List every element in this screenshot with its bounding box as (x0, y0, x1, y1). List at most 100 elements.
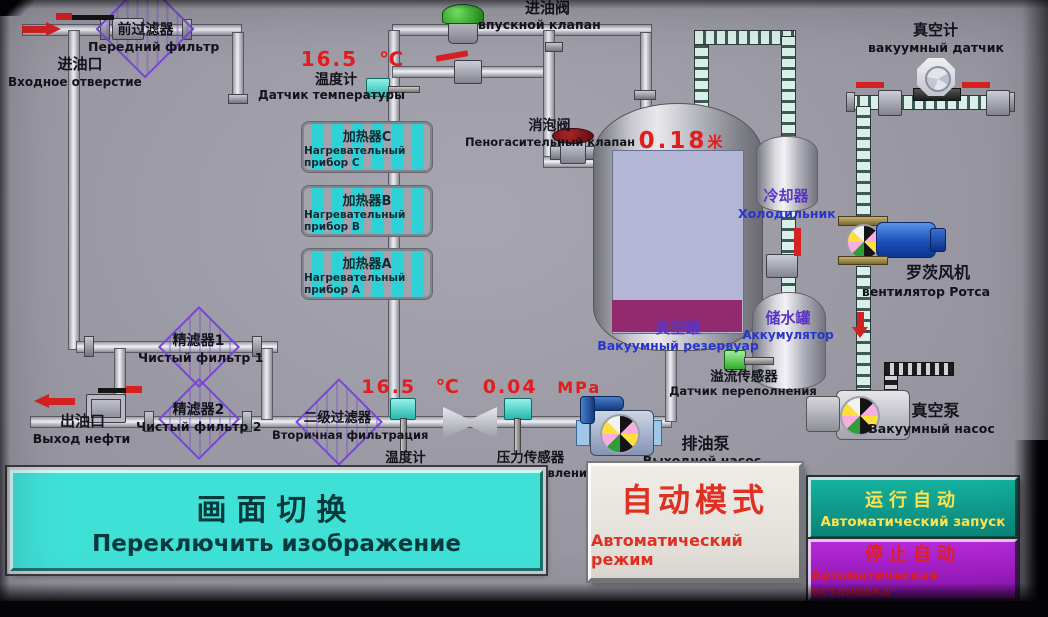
gauge-valve-left[interactable] (878, 90, 902, 116)
tank-level-value: 0.18 (638, 128, 708, 154)
discharge-pump-impeller[interactable] (600, 414, 640, 454)
fine-filter-1-label-ru: Чистый фильтр 1 (138, 350, 264, 365)
outlet-valve-lever (126, 386, 142, 393)
vacuum-flow-arrow (857, 312, 864, 327)
fine-filter-2-label-zh: 精滤器2 (172, 402, 225, 418)
outlet-flow-arrow (49, 398, 75, 405)
vacuum-gauge-label-ru: вакуумный датчик (868, 40, 1004, 55)
inlet-valve-label-zh: 进油阀 (524, 0, 570, 17)
pipe-vacpump-exhaust (884, 362, 954, 376)
flange (228, 94, 248, 104)
pipe-cooler-in (781, 36, 796, 142)
heater-a[interactable]: 加热器A Нагревательный прибор A (302, 249, 432, 299)
heater-c[interactable]: 加热器C Нагревательный прибор C (302, 122, 432, 172)
heater-c-label-zh: 加热器C (342, 129, 392, 145)
heater-b-label-ru: Нагревательный прибор B (304, 208, 406, 233)
run-auto-button[interactable]: 运行自动 Автоматический запуск (808, 477, 1018, 539)
pipe-tank-vacuum-riser (694, 36, 709, 108)
mode-status-panel[interactable]: 自动模式 Автоматический режим (588, 463, 802, 581)
outlet-valve-handle (98, 388, 128, 393)
inlet-hand-valve-handle (66, 15, 114, 20)
vacuum-pump-label-ru: Вакуумный насос (868, 421, 995, 436)
discharge-pump-label-zh: 排油泵 (681, 434, 730, 453)
stop-auto-button[interactable]: 停止自动 Автоматическая остановка (808, 539, 1018, 601)
overflow-sensor-stem (744, 357, 774, 365)
flange (84, 336, 94, 357)
cooler-valve[interactable] (766, 254, 798, 278)
flange (545, 42, 563, 52)
secondary-filter-label-zh: 二级过滤器 (303, 410, 372, 426)
temp-sensor-line-icon (390, 398, 416, 420)
run-auto-label-zh: 运行自动 (865, 490, 961, 511)
temp-sensor-top-label-ru: Датчик температуры (258, 88, 405, 102)
oil-outlet-label-ru: Выход нефти (32, 431, 131, 446)
heater-b[interactable]: 加热器B Нагревательный прибор B (302, 186, 432, 236)
inlet-temp-reading: 16.5 ℃ (293, 49, 413, 70)
stop-auto-label-ru: Автоматическая остановка (811, 568, 938, 600)
oil-outlet-label-zh: 出油口 (59, 412, 105, 430)
temp-sensor-line-label-zh: 温度计 (385, 450, 426, 466)
fine-filter-2-label-ru: Чистый фильтр 2 (136, 419, 262, 434)
stop-auto-label-zh: 停止自动 (865, 544, 961, 565)
cooler-valve-lever (794, 228, 801, 256)
line-pressure-value: 0.04 (482, 376, 538, 398)
roots-blower-label-ru: вентилятор Ротса (861, 284, 991, 299)
fine-filter-1-label-zh: 精滤器1 (172, 333, 225, 349)
pipe-blower-in (856, 106, 871, 222)
defoam-valve-label-ru: Пеногасительный клапан (464, 135, 636, 149)
line-temp-reading: 16.5 ℃ (356, 376, 466, 398)
mode-status-label-ru: Автоматический режим (591, 531, 743, 569)
inlet-flow-arrow-head (46, 22, 61, 36)
temp-sensor-top-label-zh: 温度计 (315, 72, 357, 88)
switch-screen-button[interactable]: 画面切换 Переключить изображение (10, 470, 543, 571)
tank-level-unit: 米 (707, 133, 723, 151)
mode-status-label-zh: 自动模式 (620, 481, 769, 519)
inlet-temp-unit: ℃ (379, 47, 406, 71)
switch-screen-label-ru: Переключить изображение (92, 530, 461, 557)
overflow-sensor-label-ru: Датчик переполнения (669, 384, 817, 398)
heater-c-label-ru: Нагревательный прибор C (304, 144, 406, 169)
secondary-filter-label-ru: Вторичная фильтрация (272, 428, 429, 442)
water-tank-label-ru: Аккумулятор (742, 328, 834, 342)
photo-bottom-bezel (0, 601, 1048, 617)
vacuum-tank-label-zh: 真空罐 (655, 319, 701, 337)
heater-b-label-zh: 加热器B (342, 193, 392, 209)
photo-edge-shadow (1014, 440, 1048, 617)
line-temp-value: 16.5 (361, 376, 417, 398)
vacuum-pump-motor (806, 396, 840, 432)
front-filter-label-zh: 前过滤器 (117, 22, 174, 38)
butterfly-valve-icon[interactable] (443, 407, 497, 439)
oil-inlet-label-zh: 进油口 (57, 55, 103, 73)
cooler-label-ru: Холодильник (738, 206, 836, 221)
inlet-hand-valve-lever (56, 13, 72, 20)
oil-inlet-label-ru: Входное отверстие (8, 75, 142, 89)
line-temp-unit: ℃ (435, 376, 461, 398)
roots-blower-motor (876, 222, 936, 258)
front-filter-label-ru: Передний фильтр (88, 39, 220, 54)
heater-a-label-ru: Нагревательный прибор A (304, 271, 406, 296)
inlet-flow-arrow (22, 26, 46, 33)
switch-screen-label-zh: 画面切换 (196, 492, 357, 528)
mid-hand-valve[interactable] (454, 60, 482, 84)
vacuum-gauge-label-zh: 真空计 (912, 21, 958, 39)
gauge-valve-right[interactable] (986, 90, 1010, 116)
discharge-pump-inlet-elbow (580, 396, 595, 424)
vacuum-flow-arrow-head (852, 327, 868, 338)
line-pressure-reading: 0.04 MPa (482, 376, 602, 398)
cooler-label-zh: 冷却器 (763, 187, 809, 205)
pressure-sensor-label-zh: 压力传感器 (496, 450, 565, 466)
inlet-temp-value: 16.5 (300, 47, 359, 71)
line-pressure-unit: MPa (557, 378, 602, 397)
roots-blower-motor-cap (930, 228, 946, 252)
roots-blower-label-zh: 罗茨风机 (905, 263, 970, 282)
gauge-valve-right-lever (962, 82, 990, 88)
vacuum-pump-label-zh: 真空泵 (911, 401, 960, 420)
flange (634, 90, 656, 100)
overflow-sensor-label-zh: 溢流传感器 (710, 369, 778, 385)
outlet-flow-arrow-head (34, 394, 49, 408)
photo-corner-shadow (0, 0, 34, 16)
water-tank-label-zh: 储水罐 (765, 309, 811, 327)
pipe-elbow-drop (232, 32, 244, 100)
pressure-sensor-stem (514, 418, 521, 454)
inlet-valve-label-ru: впускной клапан (478, 17, 601, 32)
